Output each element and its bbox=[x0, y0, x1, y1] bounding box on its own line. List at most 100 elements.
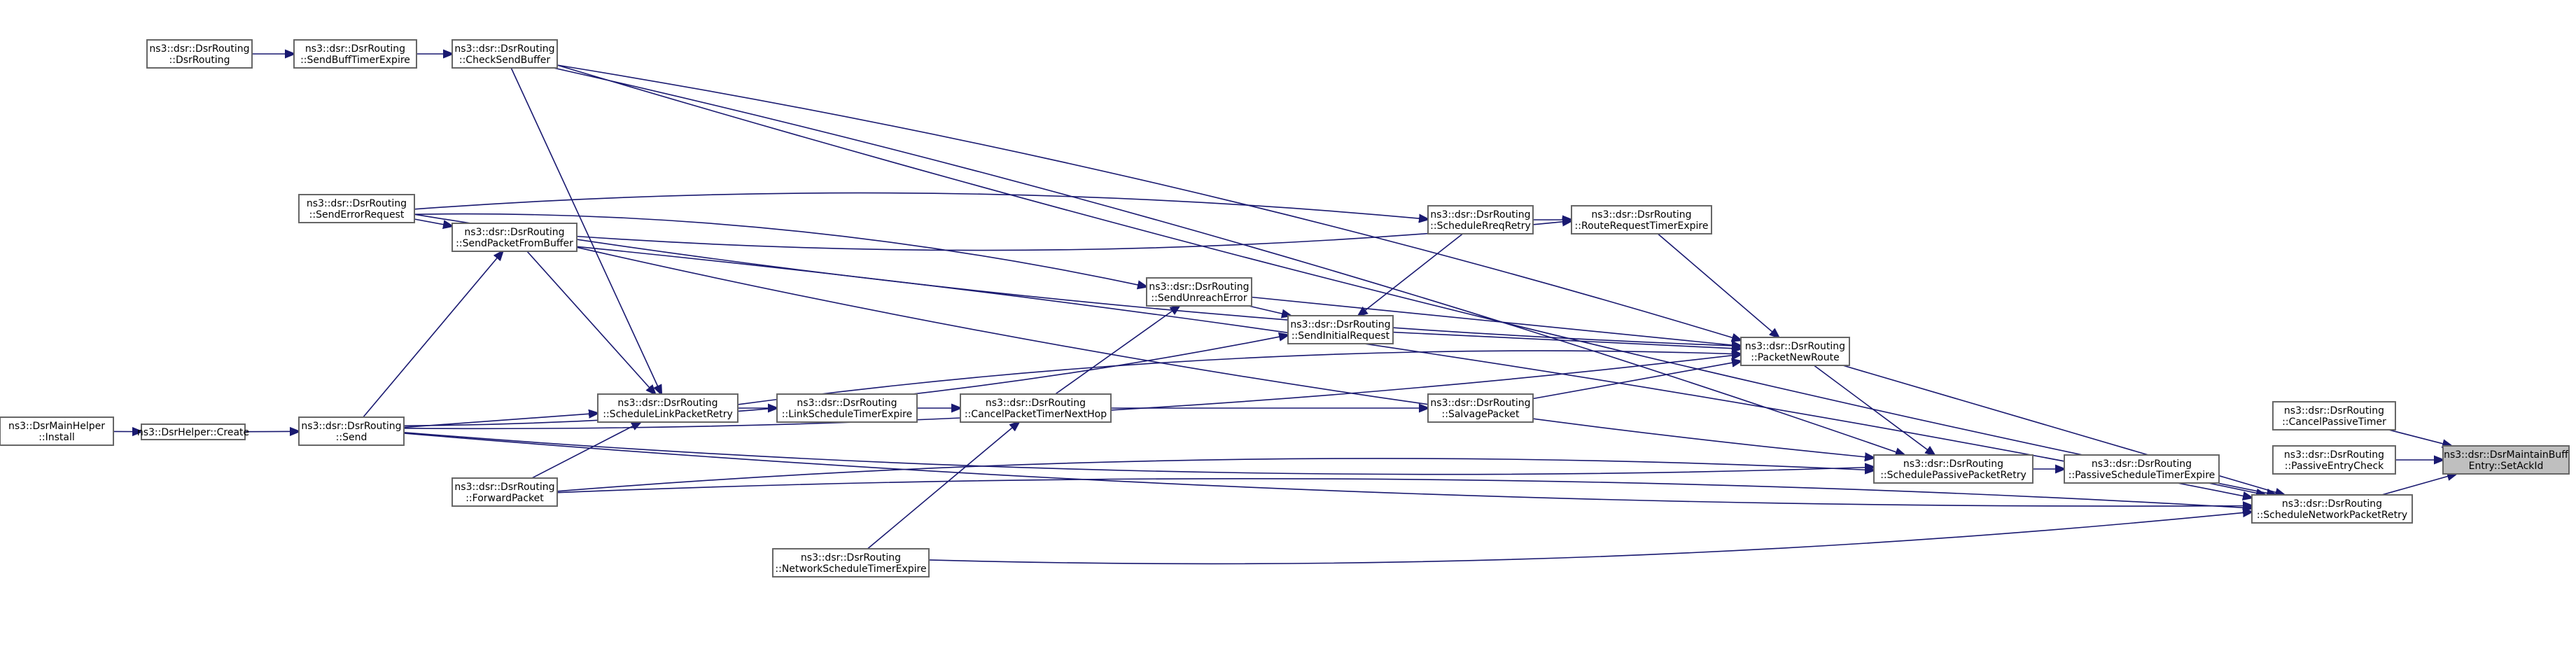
node-schedulelinkpacketretry[interactable]: ns3::dsr::DsrRouting::ScheduleLinkPacket… bbox=[597, 393, 738, 423]
node-label-line: ::SendErrorRequest bbox=[309, 209, 405, 220]
node-sendunreacherror[interactable]: ns3::dsr::DsrRouting::SendUnreachError bbox=[1146, 277, 1252, 307]
node-label-line: ::NetworkScheduleTimerExpire bbox=[775, 564, 926, 575]
node-linkscheduletimerexpire[interactable]: ns3::dsr::DsrRouting::LinkScheduleTimerE… bbox=[776, 393, 918, 423]
node-salvagepacket[interactable]: ns3::dsr::DsrRouting::SalvagePacket bbox=[1427, 393, 1534, 423]
edge-forwardpacket-to-schedulepassivepacketretry bbox=[556, 458, 1874, 492]
node-label-line: ns3::dsr::DsrRouting bbox=[2092, 458, 2192, 470]
node-label-line: ns3::dsr::DsrRouting bbox=[454, 43, 554, 55]
node-label-line: ns3::dsr::DsrRouting bbox=[797, 398, 897, 409]
node-schedulepassivepacketretry[interactable]: ns3::dsr::DsrRouting::SchedulePassivePac… bbox=[1873, 454, 2033, 484]
node-box bbox=[772, 548, 930, 578]
node-senderrorrequest[interactable]: ns3::dsr::DsrRouting::SendErrorRequest bbox=[298, 194, 415, 223]
node-label-line: ns3::dsr::DsrRouting bbox=[1149, 281, 1249, 293]
node-label-line: ::SendBuffTimerExpire bbox=[300, 55, 410, 66]
node-label-line: ns3::dsr::DsrRouting bbox=[464, 227, 564, 238]
node-box bbox=[451, 477, 558, 507]
node-label-line: ns3::dsr::DsrRouting bbox=[149, 43, 249, 55]
node-passivescheduletimerexpire[interactable]: ns3::dsr::DsrRouting::PassiveScheduleTim… bbox=[2064, 454, 2220, 484]
node-sendpacketfrombuffer[interactable]: ns3::dsr::DsrRouting::SendPacketFromBuff… bbox=[451, 223, 578, 252]
node-label-line: ns3::DsrMainHelper bbox=[8, 421, 105, 432]
node-box bbox=[2272, 401, 2396, 430]
node-cancelpackettimernexthop[interactable]: ns3::dsr::DsrRouting::CancelPacketTimerN… bbox=[960, 393, 1112, 423]
node-box bbox=[451, 223, 578, 252]
node-passiveentrycheck[interactable]: ns3::dsr::DsrRouting::PassiveEntryCheck bbox=[2272, 445, 2396, 475]
node-sendbufftimerexpire[interactable]: ns3::dsr::DsrRouting::SendBuffTimerExpir… bbox=[293, 39, 417, 69]
node-box bbox=[298, 416, 405, 446]
node-label-line: ns3::dsr::DsrRouting bbox=[1745, 341, 1845, 352]
node-packetnewroute[interactable]: ns3::dsr::DsrRouting::PacketNewRoute bbox=[1740, 337, 1850, 366]
edge-sendpacketfrombuffer-to-routerequesttimerexpire bbox=[576, 221, 1572, 251]
node-label-line: ns3::dsr::DsrRouting bbox=[454, 482, 554, 493]
node-label-line: ::SendInitialRequest bbox=[1292, 330, 1390, 342]
edge-checksendbuffer-to-schedulenetworkpacketretry bbox=[556, 64, 2276, 495]
edge-sendpacketfrombuffer-to-schedulepassivepacketretry bbox=[576, 246, 1874, 458]
node-box bbox=[2251, 494, 2413, 524]
node-label-line: ns3::dsr::DsrRouting bbox=[1430, 209, 1530, 220]
node-schedulerreqretry[interactable]: ns3::dsr::DsrRouting::ScheduleRreqRetry bbox=[1427, 205, 1534, 234]
node-label-line: ::CancelPacketTimerNextHop bbox=[965, 409, 1107, 420]
node-checksendbuffer[interactable]: ns3::dsr::DsrRouting::CheckSendBuffer bbox=[451, 39, 558, 69]
edge-send-to-sendpacketfrombuffer bbox=[363, 251, 503, 418]
node-label-line: ::ScheduleNetworkPacketRetry bbox=[2257, 510, 2407, 521]
edge-sendinitialrequest-to-packetnewroute bbox=[1392, 331, 1741, 349]
edge-checksendbuffer-to-schedulelinkpacketretry bbox=[510, 67, 662, 394]
node-label-line: ::RouteRequestTimerExpire bbox=[1575, 220, 1709, 232]
edge-networkscheduletimerexpire-to-schedulenetworkpacketretry bbox=[928, 512, 2252, 565]
node-dsrrouting_ctor[interactable]: ns3::dsr::DsrRouting::DsrRouting bbox=[146, 39, 253, 69]
edge-packetnewroute-to-schedulenetworkpacketretry bbox=[1842, 365, 2285, 495]
node-routerequesttimerexpire[interactable]: ns3::dsr::DsrRouting::RouteRequestTimerE… bbox=[1571, 205, 1712, 234]
node-label-line: ns3::dsr::DsrRouting bbox=[1290, 319, 1390, 330]
node-label-line: ::SendUnreachError bbox=[1151, 293, 1247, 304]
edge-checksendbuffer-to-schedulepassivepacketretry bbox=[553, 67, 1905, 455]
node-label-line: ns3::dsr::DsrRouting bbox=[305, 43, 405, 55]
node-box bbox=[298, 194, 415, 223]
node-box bbox=[2442, 445, 2570, 475]
edge-senderrorrequest-to-schedulerreqretry bbox=[414, 192, 1428, 220]
edge-senderrorrequest-to-packetnewroute bbox=[414, 214, 1741, 346]
edge-routerequesttimerexpire-to-packetnewroute bbox=[1657, 233, 1779, 337]
node-layer: ns3::dsr::DsrRouting::DsrRoutingns3::dsr… bbox=[0, 39, 2570, 578]
node-label-line: ns3::dsr::DsrRouting bbox=[2282, 498, 2382, 510]
node-sendinitialrequest[interactable]: ns3::dsr::DsrRouting::SendInitialRequest bbox=[1287, 315, 1394, 344]
edge-schedulerreqretry-to-sendinitialrequest bbox=[1358, 233, 1464, 316]
edge-networkscheduletimerexpire-to-cancelpackettimernexthop bbox=[867, 422, 1018, 550]
node-label-line: ns3::dsr::DsrRouting bbox=[986, 398, 1086, 409]
node-dsrmainhelper_install[interactable]: ns3::DsrMainHelper::Install bbox=[0, 416, 114, 446]
node-forwardpacket[interactable]: ns3::dsr::DsrRouting::ForwardPacket bbox=[451, 477, 558, 507]
node-box bbox=[2272, 445, 2396, 475]
node-box bbox=[141, 424, 246, 440]
node-dsrhelper_create[interactable]: ns3::DsrHelper::Create bbox=[137, 424, 249, 440]
node-label-line: ns3::DsrHelper::Create bbox=[137, 427, 249, 438]
node-label-line: ::CheckSendBuffer bbox=[459, 55, 550, 66]
node-label-line: ::SendPacketFromBuffer bbox=[456, 238, 573, 249]
node-send[interactable]: ns3::dsr::DsrRouting::Send bbox=[298, 416, 405, 446]
edge-salvagepacket-to-packetnewroute bbox=[1532, 361, 1741, 400]
node-label-line: ns3::dsr::DsrRouting bbox=[617, 398, 718, 409]
node-label-line: ::Send bbox=[336, 432, 368, 443]
edge-send-to-schedulenetworkpacketretry bbox=[403, 433, 2252, 506]
node-label-line: ns3::dsr::DsrRouting bbox=[2284, 405, 2384, 416]
node-box bbox=[597, 393, 738, 423]
node-cancelpassivetimer[interactable]: ns3::dsr::DsrRouting::CancelPassiveTimer bbox=[2272, 401, 2396, 430]
node-box bbox=[776, 393, 918, 423]
node-label-line: ns3::dsr::DsrRouting bbox=[1591, 209, 1691, 220]
node-box bbox=[293, 39, 417, 69]
node-label-line: ns3::dsr::DsrRouting bbox=[301, 421, 401, 432]
node-schedulenetworkpacketretry[interactable]: ns3::dsr::DsrRouting::ScheduleNetworkPac… bbox=[2251, 494, 2413, 524]
node-label-line: ::ScheduleLinkPacketRetry bbox=[603, 409, 732, 420]
edge-schedulelinkpacketretry-to-packetnewroute bbox=[737, 351, 1741, 405]
edge-forwardpacket-to-schedulelinkpacketretry bbox=[531, 422, 640, 479]
node-label-line: ::Install bbox=[38, 432, 75, 443]
node-label-line: ::LinkScheduleTimerExpire bbox=[782, 409, 912, 420]
node-networkscheduletimerexpire[interactable]: ns3::dsr::DsrRouting::NetworkScheduleTim… bbox=[772, 548, 930, 578]
node-label-line: ns3::dsr::DsrRouting bbox=[1430, 398, 1530, 409]
node-label-line: ::ForwardPacket bbox=[465, 493, 544, 504]
edge-forwardpacket-to-schedulenetworkpacketretry bbox=[556, 477, 2252, 508]
edge-send-to-schedulelinkpacketretry bbox=[403, 413, 598, 428]
node-label-line: ns3::dsr::DsrMaintainBuff bbox=[2444, 449, 2568, 461]
node-box bbox=[1427, 393, 1534, 423]
node-label-line: ::DsrRouting bbox=[169, 55, 230, 66]
node-label-line: ::PacketNewRoute bbox=[1751, 352, 1839, 363]
